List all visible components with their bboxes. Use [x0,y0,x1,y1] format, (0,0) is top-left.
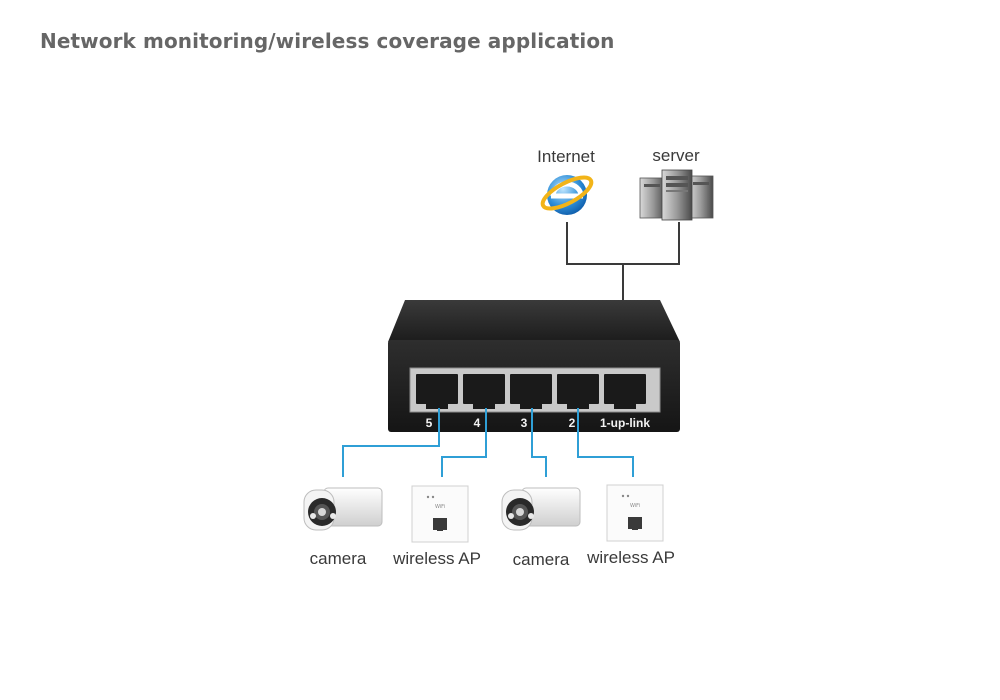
internet-explorer-icon [540,175,594,215]
cctv-camera-icon-2 [501,487,581,531]
label-wireless-ap-1: wireless AP [392,549,481,568]
wall-access-point-icon: WiFi [411,485,469,543]
label-internet: Internet [537,147,595,166]
cable-port5-camera1 [342,408,440,477]
ethernet-switch: 5 4 3 2 1-up-link [388,300,680,432]
cctv-camera-icon [303,487,383,531]
rj45-ports [416,374,646,409]
port-3 [510,374,552,409]
label-server: server [652,146,700,165]
server-tower-icon [639,169,714,221]
internet-cable [566,222,623,265]
cable-port4-ap1 [441,408,487,477]
cable-port2-ap2 [577,408,634,477]
port-5 [416,374,458,409]
wall-access-point-icon-2: WiFi [606,484,664,542]
device-cables [342,408,634,477]
label-camera-2: camera [513,550,570,569]
label-camera-1: camera [310,549,367,568]
port-label-1-uplink: 1-up-link [600,416,650,430]
server-cable [623,222,680,265]
port-4 [463,374,505,409]
switch-top [388,300,680,342]
ap-2-brand-text: WiFi [630,503,640,509]
port-label-5: 5 [426,416,433,430]
cable-port3-camera2 [531,408,547,477]
port-label-4: 4 [474,416,481,430]
ap-1-brand-text: WiFi [435,504,445,510]
page-title: Network monitoring/wireless coverage app… [40,29,615,53]
port-label-2: 2 [569,416,576,430]
port-2 [557,374,599,409]
label-wireless-ap-2: wireless AP [586,548,675,567]
port-label-3: 3 [521,416,528,430]
port-1-uplink [604,374,646,409]
